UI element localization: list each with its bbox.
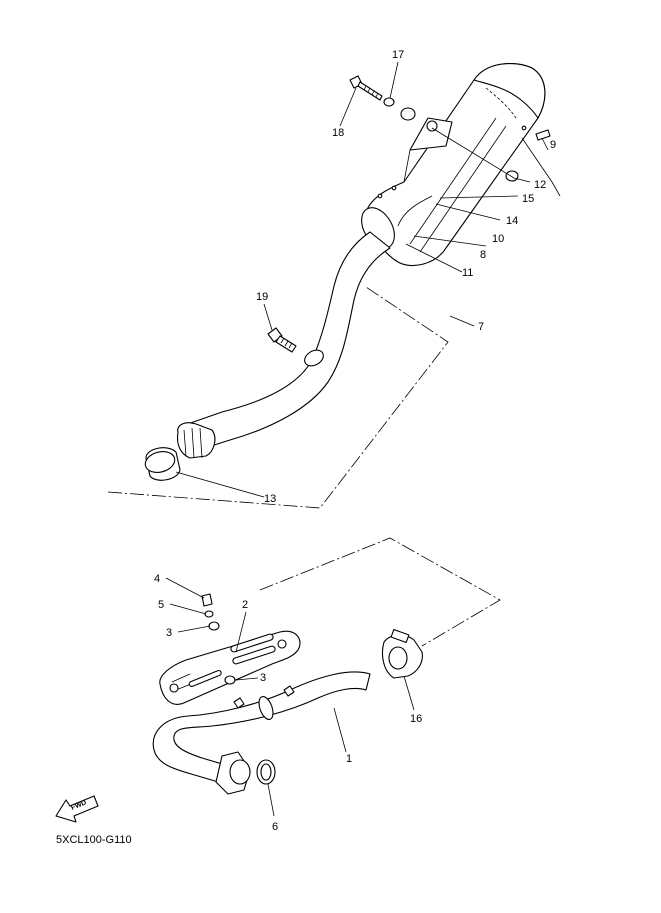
callout-13: 13 xyxy=(264,493,276,505)
clamp-16 xyxy=(381,628,423,679)
callout-3: 3 xyxy=(260,672,266,684)
callout-19: 19 xyxy=(256,291,268,303)
assembly-boundary-lines xyxy=(107,286,501,647)
callout-labels: 1 2 3 3 4 5 6 7 8 9 10 11 12 13 14 15 16… xyxy=(154,49,556,833)
diagram-code: 5XCL100-G110 xyxy=(56,834,132,846)
callout-4: 4 xyxy=(154,573,160,585)
fwd-arrow-icon: FWD xyxy=(55,795,99,823)
callout-2: 2 xyxy=(242,599,248,611)
callout-15: 15 xyxy=(522,193,534,205)
callout-17: 17 xyxy=(392,49,404,61)
callout-1: 1 xyxy=(346,753,352,765)
gasket-13 xyxy=(144,447,181,481)
callout-9: 9 xyxy=(550,139,556,151)
callout-10: 10 xyxy=(492,233,504,245)
exhaust-pipe-1 xyxy=(152,671,371,795)
muffler-assembly xyxy=(361,63,551,266)
callout-6: 6 xyxy=(272,821,278,833)
callout-14: 14 xyxy=(506,215,518,227)
fasteners-lower xyxy=(201,593,236,685)
callout-11: 11 xyxy=(462,267,473,279)
callout-18: 18 xyxy=(332,127,344,139)
callout-3: 3 xyxy=(166,627,172,639)
callout-8: 8 xyxy=(480,249,486,261)
callout-16: 16 xyxy=(410,713,422,725)
heat-protector-2 xyxy=(159,630,301,705)
callout-7: 7 xyxy=(478,321,484,333)
exhaust-link-pipe xyxy=(176,231,391,459)
callout-12: 12 xyxy=(534,179,546,191)
leader-lines xyxy=(165,61,561,817)
fasteners-upper xyxy=(267,75,519,353)
callout-5: 5 xyxy=(158,599,164,611)
gasket-6 xyxy=(256,759,276,785)
